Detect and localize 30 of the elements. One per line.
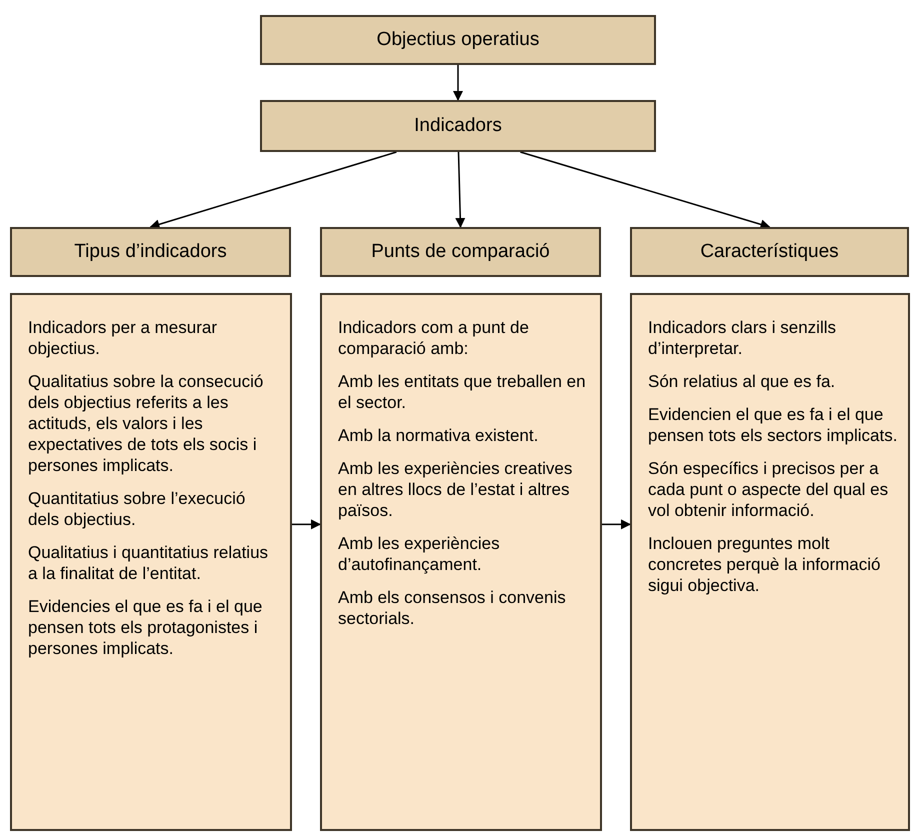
content-box (10, 293, 292, 831)
paragraph: Amb les entitats que treballen en el sector. (338, 371, 587, 413)
content-box (630, 293, 910, 831)
paragraph: Amb les experiències creatives en altres llocs de l’estat i altres països. (338, 458, 574, 521)
paragraph: Qualitatius i quantitatius relatius a la finalitat de l’entitat. (28, 542, 270, 584)
paragraph: Qualitatius sobre la consecució dels objectius referits a les actituds, els valors i les expectatives de tots els socis i persones implicats. (28, 371, 264, 476)
arrow (292, 519, 321, 530)
heading-box: Característiques (630, 227, 909, 277)
heading-box: Objectius operatius (260, 15, 656, 65)
paragraph: Evidencies el que es fa i el que pensen tots els protagonistes i persones implicats. (28, 596, 264, 659)
paragraph: Són específics i precisos per a cada punt o aspecte del qual es vol obtenir informació. (648, 458, 890, 521)
paragraph: Són relatius al que es fa. (648, 371, 836, 392)
content-box (320, 293, 602, 831)
paragraph: Amb la normativa existent. (338, 425, 540, 446)
heading-box: Punts de comparació (320, 227, 601, 277)
heading-box: Indicadors (260, 100, 656, 152)
paragraph: Indicadors com a punt de comparació amb: (338, 317, 530, 359)
arrow (453, 65, 463, 101)
paragraph: Quantitatius sobre l’execució dels objectius. (28, 488, 246, 530)
arrow (455, 152, 466, 228)
heading-box: Tipus d’indicadors (10, 227, 291, 277)
arrow (150, 151, 397, 230)
arrow (520, 151, 770, 230)
paragraph: Amb les experiències d’autofinançament. (338, 533, 501, 575)
paragraph: Inclouen preguntes molt concretes perquè la informació sigui objectiva. (648, 533, 882, 596)
arrow (602, 519, 631, 530)
paragraph: Amb els consensos i convenis sectorials. (338, 587, 567, 629)
paragraph: Indicadors per a mesurar objectius. (28, 317, 218, 359)
paragraph: Evidencien el que es fa i el que pensen tots els sectors implicats. (648, 404, 898, 446)
paragraph: Indicadors clars i senzills d’interpretar. (648, 317, 838, 359)
